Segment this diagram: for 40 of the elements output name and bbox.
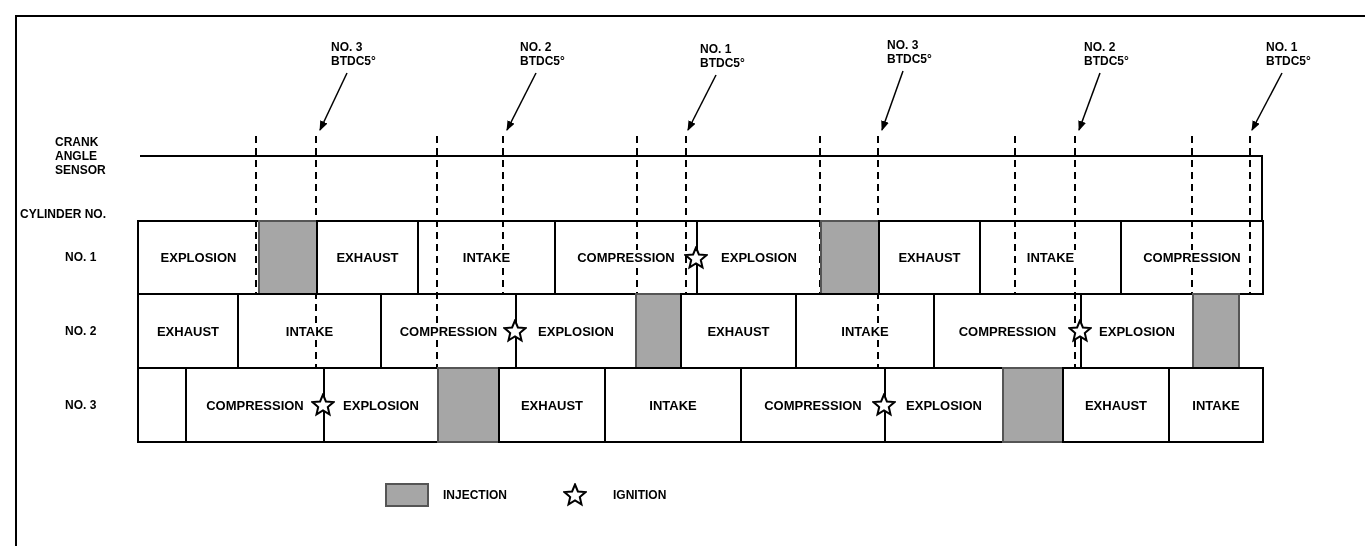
phase-label: EXHAUST: [896, 250, 963, 265]
injection-bar: [635, 293, 682, 369]
phase-label: COMPRESSION: [1141, 250, 1243, 265]
row-label: NO. 2: [65, 324, 98, 338]
callout-label: NO. 3 BTDC5°: [887, 38, 957, 66]
injection-bar: [1192, 293, 1240, 369]
callout-label: NO. 3 BTDC5°: [331, 40, 401, 68]
phase-cell: [137, 367, 187, 443]
leader-arrow: [1078, 72, 1101, 131]
legend-label: INJECTION: [443, 488, 507, 502]
leader-arrow: [1251, 72, 1283, 131]
phase-label: EXPLOSION: [158, 250, 239, 265]
phase-cell: [604, 367, 742, 443]
callout-label: NO. 2 BTDC5°: [1084, 40, 1154, 68]
injection-bar: [258, 220, 318, 295]
phase-label: COMPRESSION: [575, 250, 677, 265]
leader-arrow: [319, 72, 348, 131]
injection-bar: [820, 220, 880, 295]
phase-cell: [498, 367, 606, 443]
leader-arrow: [687, 74, 717, 131]
phase-cell: [1062, 367, 1170, 443]
leader-arrow: [881, 70, 904, 131]
row-label: NO. 3: [65, 398, 98, 412]
callout-label: NO. 1 BTDC5°: [700, 42, 770, 70]
phase-cell: [316, 220, 419, 295]
phase-cell: [1168, 367, 1264, 443]
leader-arrow: [506, 72, 537, 131]
axis-label: CYLINDER NO.: [20, 207, 107, 221]
phase-label: INTAKE: [460, 250, 513, 265]
callout-label: NO. 1 BTDC5°: [1266, 40, 1336, 68]
injection-bar: [1002, 367, 1064, 443]
callout-label: NO. 2 BTDC5°: [520, 40, 590, 68]
phase-label: EXHAUST: [334, 250, 401, 265]
axis-label: CRANK ANGLE SENSOR: [55, 135, 107, 177]
phase-label: EXPLOSION: [719, 250, 799, 265]
phase-label: INTAKE: [1024, 250, 1077, 265]
legend-label: IGNITION: [613, 488, 667, 502]
injection-bar: [437, 367, 500, 443]
phase-cell: [878, 220, 981, 295]
row-label: NO. 1: [65, 250, 98, 264]
